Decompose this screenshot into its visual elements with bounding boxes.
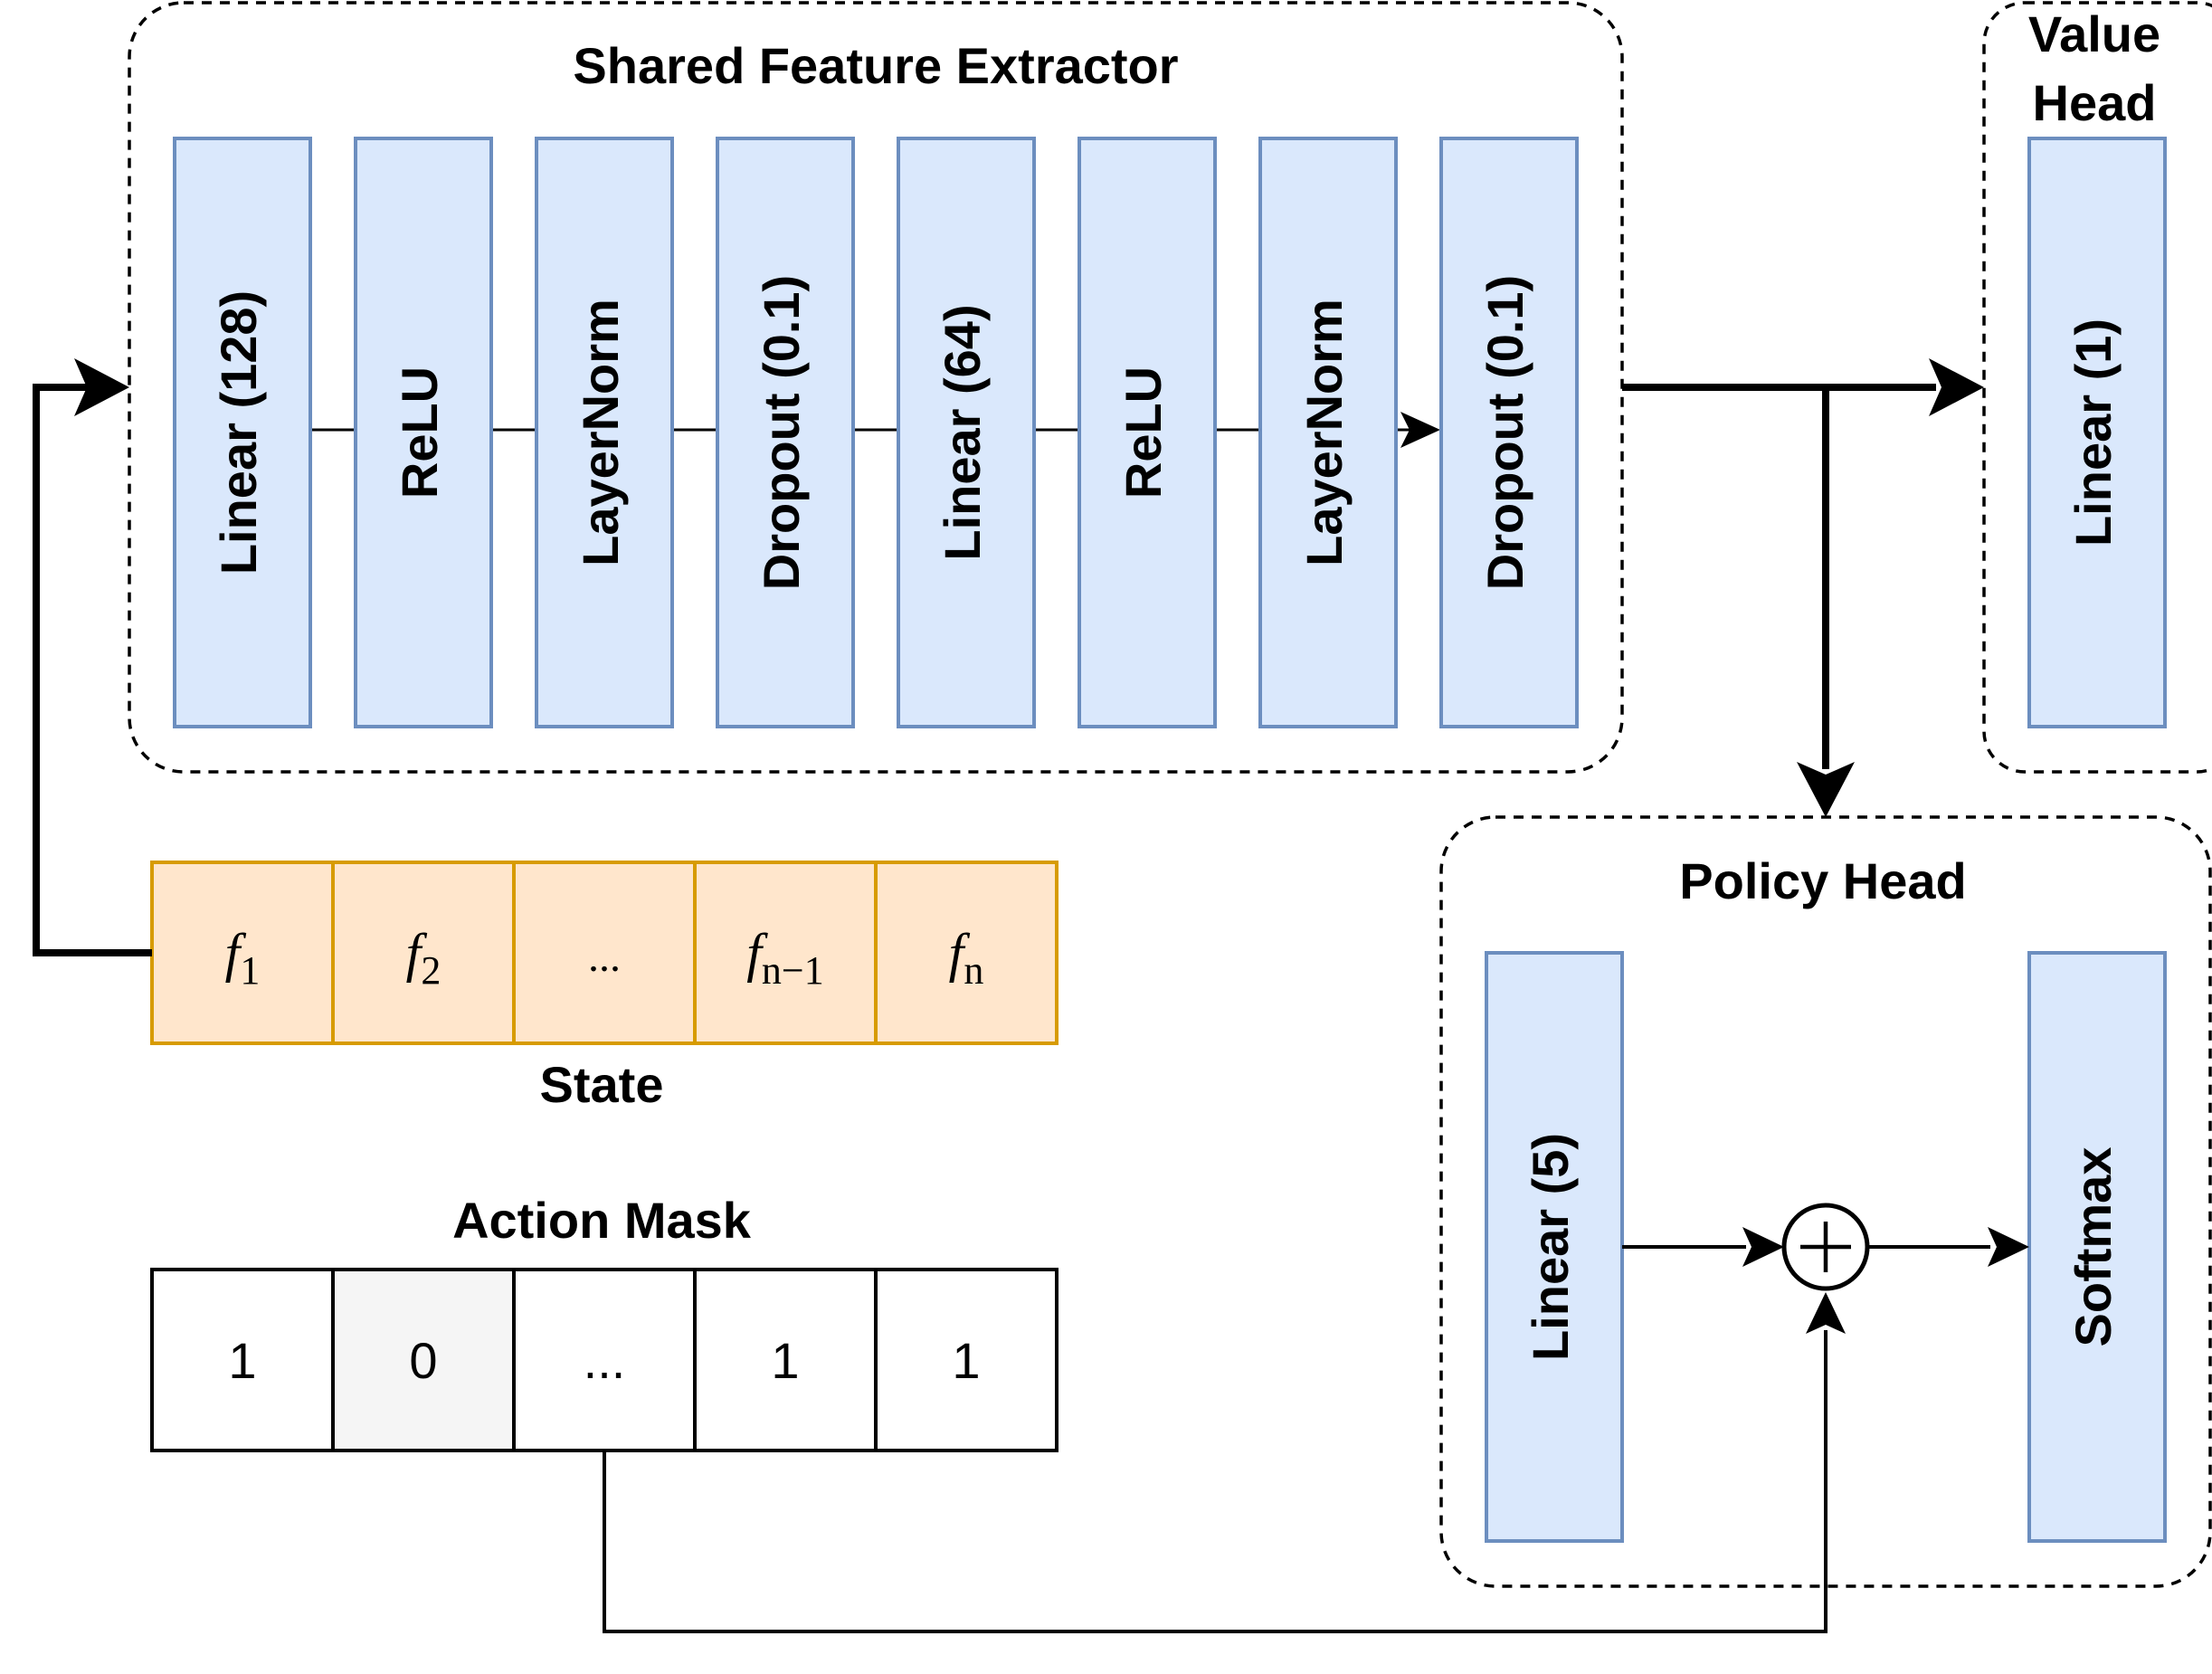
state-cell-label: ... bbox=[588, 933, 621, 981]
extractor-to-policy-arrowhead bbox=[1797, 762, 1855, 817]
state-to-extractor-arrowhead bbox=[74, 358, 129, 416]
policy-linear-box[interactable] bbox=[1485, 951, 1624, 1543]
state-cell bbox=[693, 861, 878, 1045]
extractor-layer-label: Dropout (0.1) bbox=[753, 275, 810, 590]
action-mask-cell-value: 1 bbox=[771, 1332, 799, 1389]
extractor-layer-box[interactable] bbox=[535, 137, 674, 728]
shared-feature-extractor-group: Shared Feature Extractor Linear (128) ReL… bbox=[128, 1, 1624, 774]
value-head-linear-label: Linear (1) bbox=[2065, 319, 2122, 547]
extractor-layer-box[interactable] bbox=[897, 137, 1036, 728]
policy-head-group: Policy Head Linear (5) Softmax bbox=[1439, 815, 2212, 1588]
action-mask-label: Action Mask bbox=[452, 1192, 752, 1249]
softmax-box[interactable] bbox=[2027, 951, 2167, 1543]
state-cell bbox=[331, 861, 516, 1045]
action-mask-cell-value: ... bbox=[584, 1332, 626, 1389]
action-mask-cell bbox=[874, 1268, 1059, 1452]
action-mask-vector: Action Mask 1 0... 1 1 bbox=[150, 1192, 1059, 1452]
extractor-layer-box[interactable] bbox=[1439, 137, 1579, 728]
extractor-layer-label: ReLU bbox=[391, 366, 448, 499]
action-mask-cell-value: 0 bbox=[409, 1332, 437, 1389]
extractor-chain-arrowhead bbox=[1400, 412, 1440, 448]
mask-to-add-edge bbox=[603, 1330, 1828, 1633]
extractor-layer-label: Linear (64) bbox=[934, 304, 991, 560]
shared-feature-extractor-title: Shared Feature Extractor bbox=[573, 37, 1178, 94]
add-to-softmax-arrowhead bbox=[1988, 1227, 2029, 1267]
value-head-title-line2: Head bbox=[2033, 74, 2157, 131]
action-mask-cell-value: 1 bbox=[952, 1332, 980, 1389]
action-mask-cell bbox=[150, 1268, 335, 1452]
extractor-to-value-arrowhead bbox=[1929, 358, 1984, 416]
extractor-layer-label: ReLU bbox=[1115, 366, 1172, 499]
extractor-layer-label: LayerNorm bbox=[572, 299, 629, 566]
action-mask-cell-value: 1 bbox=[228, 1332, 256, 1389]
extractor-layer-box[interactable] bbox=[1258, 137, 1398, 728]
value-head-border bbox=[1982, 1, 2212, 774]
mask-to-add-arrowhead bbox=[1806, 1292, 1846, 1334]
extractor-layer-label: LayerNorm bbox=[1296, 299, 1353, 566]
action-mask-cell bbox=[331, 1268, 516, 1452]
policy-head-title: Policy Head bbox=[1679, 852, 1966, 909]
state-cell-label: fn bbox=[949, 923, 984, 993]
value-head-title-line1: Value bbox=[2028, 5, 2160, 62]
value-head-group: Value Head Linear (1) bbox=[1982, 1, 2212, 774]
shared-feature-extractor-border bbox=[128, 1, 1624, 774]
softmax-label: Softmax bbox=[2065, 1147, 2122, 1347]
extractor-layer-box[interactable] bbox=[173, 137, 312, 728]
state-cell bbox=[874, 861, 1059, 1045]
linear-to-add-arrowhead bbox=[1742, 1227, 1784, 1267]
extractor-layer-box[interactable] bbox=[354, 137, 493, 728]
extractor-layer-box[interactable] bbox=[716, 137, 855, 728]
value-head-linear-box[interactable] bbox=[2027, 137, 2167, 728]
extractor-layer-box[interactable] bbox=[1078, 137, 1217, 728]
extractor-layer-label: Linear (128) bbox=[210, 290, 267, 575]
policy-linear-label: Linear (5) bbox=[1522, 1133, 1579, 1361]
state-label: State bbox=[540, 1056, 664, 1113]
state-to-extractor-edge bbox=[33, 384, 152, 956]
state-cell bbox=[150, 861, 335, 1045]
state-cell bbox=[512, 861, 697, 1045]
extractor-layer-label: Dropout (0.1) bbox=[1476, 275, 1533, 590]
